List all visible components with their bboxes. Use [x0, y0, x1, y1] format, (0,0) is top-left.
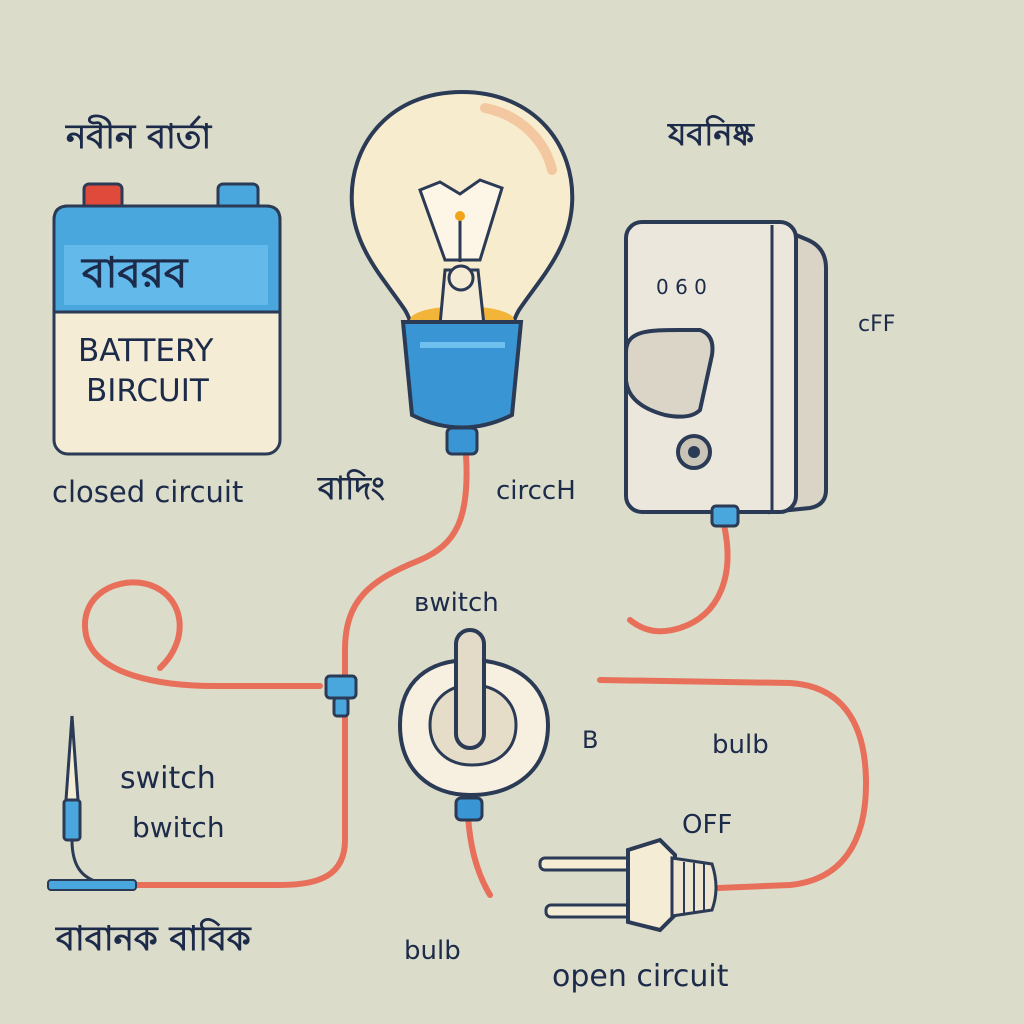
b-mid-label: B [582, 726, 599, 754]
wire-connector [324, 674, 358, 718]
open-circuit-label: open circuit [552, 959, 729, 994]
switch-dial-numbers: 0 6 0 [656, 275, 707, 299]
probe-icon [47, 715, 137, 891]
switch-left-label: switch [120, 761, 216, 796]
bottom-bengali-label: বাবানক বাবিক [56, 919, 251, 959]
wire-plug [597, 677, 870, 891]
wire-loop-left [81, 579, 323, 689]
plug-icon [538, 837, 718, 933]
closed-circuit-label: closed circuit [52, 475, 244, 509]
off-right-label: cFF [858, 312, 896, 337]
mid-bengali-label: বাদিং [318, 469, 385, 507]
wire-toggle [465, 812, 493, 898]
top-right-bengali-label: যবনিষ্ক [668, 115, 754, 153]
wire-wall-switch [627, 522, 731, 635]
wires [57, 452, 870, 898]
bulb-bottom-label: bulb [404, 936, 461, 966]
battery-heading-bengali: নবীন বার্তা [66, 117, 212, 157]
battery-label-line1: BATTERY [78, 333, 214, 369]
circch-label: circcH [496, 476, 576, 506]
battery-icon [52, 182, 282, 456]
toggle-switch-icon [397, 628, 551, 822]
off-bottom-label: OFF [682, 810, 733, 840]
switch-mid-label: вwitch [414, 588, 499, 618]
wall-switch-icon [624, 220, 828, 528]
wire-bulb-down [57, 452, 470, 888]
battery-label-line2: BIRCUIT [86, 373, 209, 409]
light-bulb-icon [349, 89, 575, 456]
battery-band-bengali: বাবরব [82, 248, 188, 297]
bulb-right-label: bulb [712, 730, 769, 760]
bwitch-left-label: bwitch [132, 811, 225, 844]
